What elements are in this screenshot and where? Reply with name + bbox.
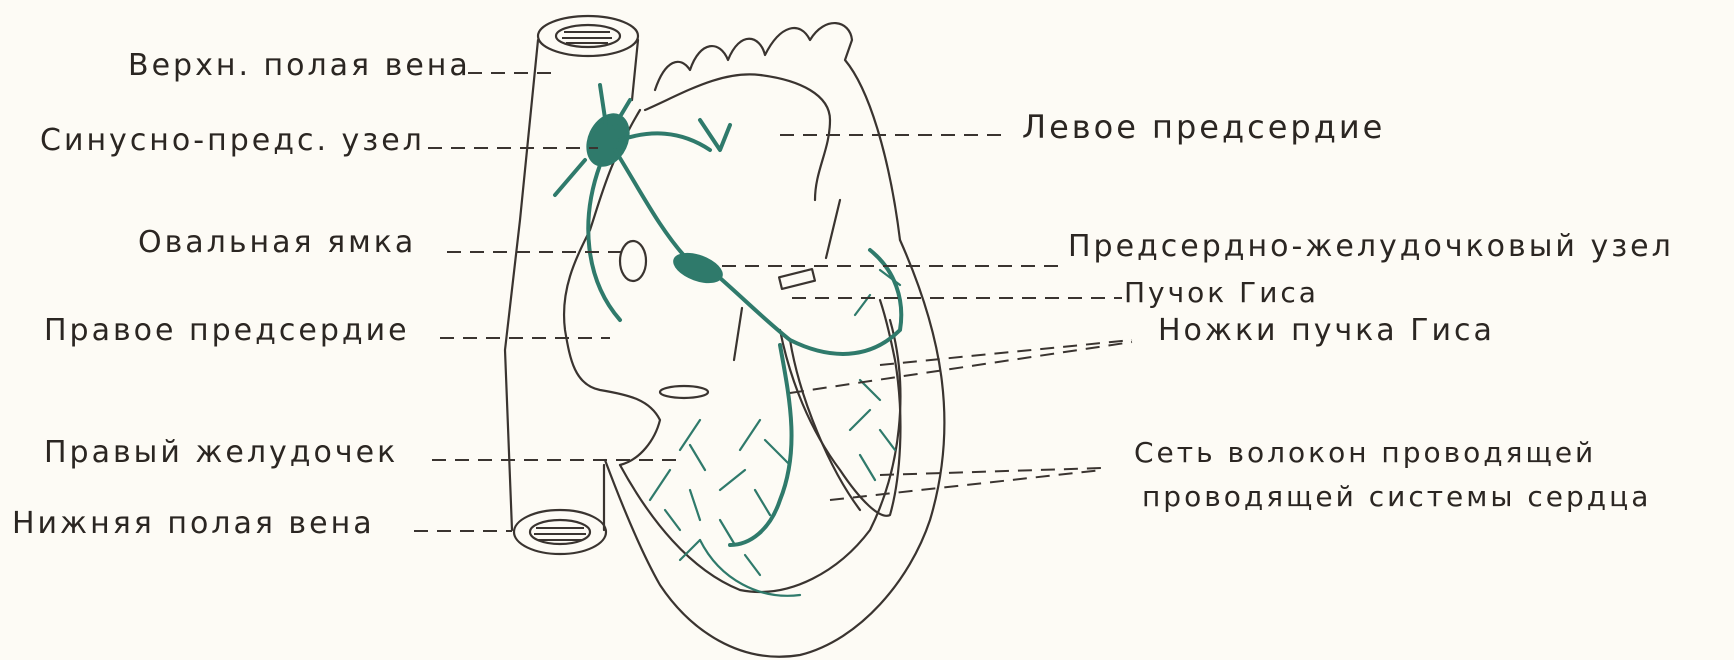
fossa-ovalis-shape: [620, 241, 646, 281]
right-bundle-branch: [730, 345, 792, 545]
label-right-ventricle: Правый желудочек: [44, 435, 398, 470]
heart-outline: [505, 16, 944, 657]
label-bundle-branches: Ножки пучка Гиса: [1158, 313, 1495, 348]
label-network-line1: Сеть волокон проводящей: [1134, 436, 1596, 469]
superior-vena-cava-tube: [505, 40, 538, 530]
label-right-atrium: Правое предсердие: [44, 313, 410, 348]
purkinje-network: [650, 270, 900, 596]
mitral-mark: [826, 200, 840, 258]
inferior-vena-cava-opening: [514, 510, 606, 554]
conduction-system: [555, 85, 901, 596]
his-bundle: [720, 278, 790, 340]
septal-mark: [734, 308, 742, 360]
tricuspid-mark: [779, 269, 815, 289]
left-atrium-inner-wall: [645, 74, 830, 200]
interventricular-septum: [780, 300, 900, 516]
label-superior-vena-cava: Верхн. полая вена: [128, 48, 471, 83]
av-node-shape: [669, 247, 727, 289]
label-bundle-of-his: Пучок Гиса: [1124, 276, 1319, 309]
leader-bundle-branches-b: [790, 342, 1132, 393]
label-sinoatrial-node: Синусно-предс. узел: [40, 123, 425, 158]
left-atrium-wavy-top: [655, 23, 900, 240]
label-left-atrium: Левое предсердие: [1022, 108, 1385, 146]
ventricle-inner-wall: [620, 320, 900, 592]
bachmann-bundle: [620, 120, 730, 150]
label-inferior-vena-cava: Нижняя полая вена: [12, 506, 375, 541]
coronary-sinus-mark: [660, 386, 708, 398]
label-av-node: Предсердно-желудочковый узел: [1068, 229, 1674, 264]
labels: Верхн. полая вена Синусно-предс. узел Ов…: [12, 48, 1674, 541]
label-network-line2: проводящей системы сердца: [1142, 480, 1651, 513]
label-fossa-ovalis: Овальная ямка: [138, 225, 416, 260]
superior-vena-cava-right-wall: [632, 40, 638, 100]
sa-node-shape: [578, 106, 638, 174]
superior-vena-cava-opening: [538, 16, 638, 56]
